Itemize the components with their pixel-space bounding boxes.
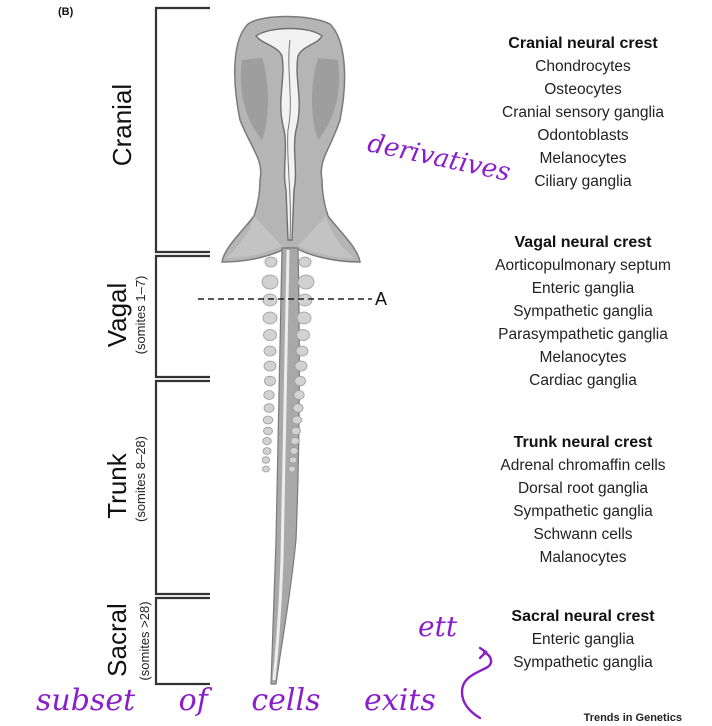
sacral-derivatives-list: Sacral neural crest Enteric ganglia Symp…	[463, 608, 703, 674]
embryo-body	[270, 247, 300, 685]
list-item: Malanocytes	[539, 549, 627, 566]
region-label-vagal: Vagal	[102, 282, 132, 348]
list-item: Enteric ganglia	[531, 631, 635, 648]
list-heading: Sacral neural crest	[511, 608, 655, 625]
region-sub-sacral: (somites >28)	[137, 601, 152, 681]
annotation-arrow-curve	[460, 650, 493, 720]
annotation-ett: ett	[418, 610, 458, 643]
list-item: Osteocytes	[544, 81, 622, 98]
list-item: Aorticopulmonary septum	[495, 257, 671, 274]
list-item: Melanocytes	[539, 150, 627, 167]
vagal-derivatives-list: Vagal neural crest Aorticopulmonary sept…	[463, 234, 703, 392]
list-item: Dorsal root ganglia	[517, 480, 649, 497]
list-heading: Trunk neural crest	[513, 434, 653, 451]
region-label-cranial: Cranial	[107, 83, 137, 167]
list-item: Schwann cells	[533, 526, 633, 543]
journal-credit: Trends in Genetics	[583, 712, 682, 724]
list-heading: Vagal neural crest	[514, 234, 652, 251]
sacral-bracket	[154, 596, 210, 686]
trunk-derivatives-list: Trunk neural crest Adrenal chromaffin ce…	[463, 434, 703, 569]
annotation-subset-cells-exits: subset of cells exits	[36, 683, 436, 718]
panel-label: (B)	[58, 6, 74, 18]
list-item: Sympathetic ganglia	[513, 303, 653, 320]
somites	[261, 256, 315, 473]
list-item: Parasympathetic ganglia	[498, 326, 668, 343]
region-sub-trunk: (somites 8–28)	[133, 436, 148, 522]
region-brackets	[154, 6, 210, 686]
region-label-trunk: Trunk	[102, 453, 132, 519]
cranial-derivatives-list: Cranial neural crest Chondrocytes Osteoc…	[463, 35, 703, 193]
list-item: Ciliary ganglia	[534, 173, 632, 190]
region-sub-vagal: (somites 1–7)	[133, 275, 148, 355]
list-heading: Cranial neural crest	[508, 35, 658, 52]
list-item: Odontoblasts	[537, 127, 629, 144]
annotation-strokes	[460, 646, 493, 720]
list-item: Adrenal chromaffin cells	[500, 457, 666, 474]
list-item: Enteric ganglia	[531, 280, 635, 297]
embryo-head	[221, 15, 361, 263]
list-item: Sympathetic ganglia	[513, 503, 653, 520]
section-marker: A	[375, 289, 388, 309]
cranial-bracket	[154, 6, 210, 254]
list-item: Chondrocytes	[535, 58, 631, 75]
list-item: Melanocytes	[539, 349, 627, 366]
region-label-sacral: Sacral	[102, 603, 132, 677]
list-item: Cranial sensory ganglia	[502, 104, 664, 121]
trunk-bracket	[154, 379, 210, 596]
list-item: Cardiac ganglia	[529, 372, 637, 389]
list-item: Sympathetic ganglia	[513, 654, 653, 671]
vagal-bracket	[154, 254, 210, 379]
